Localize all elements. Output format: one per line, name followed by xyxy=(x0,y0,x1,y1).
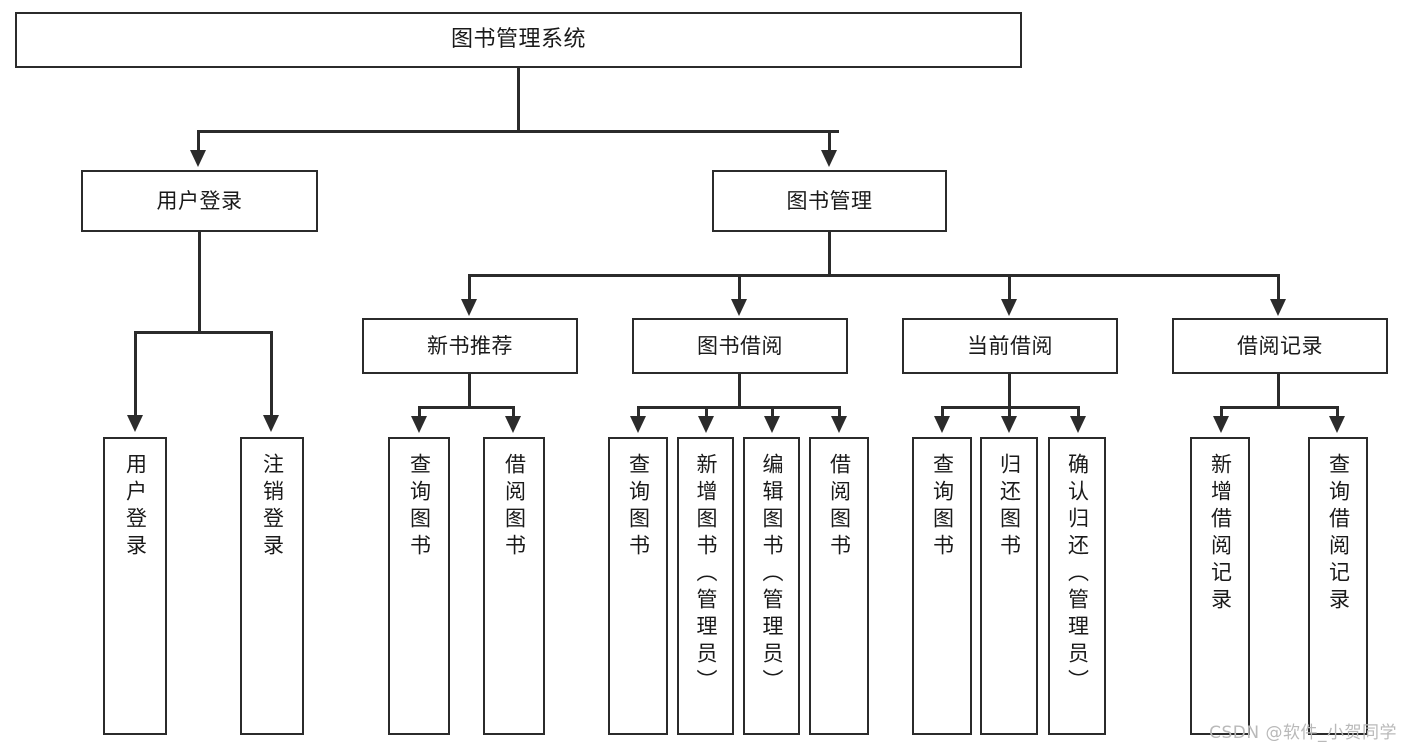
node-label: 编辑图书（管理员） xyxy=(760,453,784,696)
csdn-watermark: CSDN @软件_小贺同学 xyxy=(1209,723,1397,743)
connector-cb-leaf-3 xyxy=(1077,406,1080,418)
leaf-user-login[interactable]: 用户登录 xyxy=(103,437,167,735)
connector-bb-leaf-2 xyxy=(705,406,708,418)
node-label: 用户登录 xyxy=(156,188,243,213)
leaf-borrow-book-new-rec[interactable]: 借阅图书 xyxy=(483,437,545,735)
connector-new-book-rec-stem xyxy=(468,374,471,408)
node-book-management-system[interactable]: 图书管理系统 xyxy=(15,12,1022,68)
connector-user-login-leaf-1 xyxy=(134,331,137,417)
connector-to-borrow-record xyxy=(1277,274,1280,301)
connector-to-book-manage xyxy=(828,130,831,152)
connector-br-leaf-2 xyxy=(1336,406,1339,418)
node-label: 借阅图书 xyxy=(502,453,527,561)
node-user-login[interactable]: 用户登录 xyxy=(81,170,318,232)
connector-book-manage-bus xyxy=(468,274,1280,277)
node-label: 借阅图书 xyxy=(827,453,852,561)
connector-bb-leaf-3 xyxy=(771,406,774,418)
connector-to-book-borrow xyxy=(738,274,741,301)
leaf-query-book-new-rec[interactable]: 查询图书 xyxy=(388,437,450,735)
node-current-borrowing[interactable]: 当前借阅 xyxy=(902,318,1118,374)
node-label: 查询图书 xyxy=(930,453,955,561)
connector-bb-leaf-1 xyxy=(637,406,640,418)
node-label: 确认归还（管理员） xyxy=(1065,453,1090,696)
connector-to-user-login xyxy=(197,130,200,152)
arrowhead-leaf-query-record xyxy=(1329,416,1345,433)
connector-user-login-bus xyxy=(134,331,273,334)
node-label: 归还图书 xyxy=(997,453,1022,561)
connector-user-login-stem xyxy=(198,232,201,333)
leaf-borrow-book-borrow[interactable]: 借阅图书 xyxy=(809,437,869,735)
node-label: 新增借阅记录 xyxy=(1208,453,1233,615)
connector-root-bus xyxy=(197,130,839,133)
node-label: 查询图书 xyxy=(626,453,651,561)
connector-nbr-leaf-2 xyxy=(512,406,515,418)
arrowhead-new-book-rec xyxy=(461,299,477,316)
connector-cb-leaf-1 xyxy=(941,406,944,418)
node-label: 注销登录 xyxy=(260,453,285,561)
node-book-borrowing[interactable]: 图书借阅 xyxy=(632,318,848,374)
arrowhead-user-login xyxy=(190,150,206,167)
arrowhead-leaf-borrow-book-2 xyxy=(831,416,847,433)
leaf-return-book[interactable]: 归还图书 xyxy=(980,437,1038,735)
connector-book-manage-stem xyxy=(828,232,831,276)
arrowhead-leaf-logout-login xyxy=(263,415,279,432)
connector-borrow-record-stem xyxy=(1277,374,1280,408)
node-label: 图书管理系统 xyxy=(450,27,586,53)
arrowhead-leaf-add-record xyxy=(1213,416,1229,433)
node-label: 用户登录 xyxy=(123,453,148,561)
node-label: 查询图书 xyxy=(407,453,432,561)
connector-borrow-record-bus xyxy=(1220,406,1339,409)
leaf-query-book-current[interactable]: 查询图书 xyxy=(912,437,972,735)
node-label: 图书借阅 xyxy=(697,333,783,358)
node-label: 借阅记录 xyxy=(1237,333,1323,358)
arrowhead-book-borrow xyxy=(731,299,747,316)
connector-nbr-leaf-1 xyxy=(418,406,421,418)
connector-book-borrow-bus xyxy=(637,406,841,409)
leaf-add-borrow-record[interactable]: 新增借阅记录 xyxy=(1190,437,1250,735)
arrowhead-leaf-add-book xyxy=(698,416,714,433)
arrowhead-leaf-borrow-book-1 xyxy=(505,416,521,433)
leaf-edit-book-admin[interactable]: 编辑图书（管理员） xyxy=(743,437,800,735)
connector-to-new-book-rec xyxy=(468,274,471,301)
node-borrowing-record[interactable]: 借阅记录 xyxy=(1172,318,1388,374)
leaf-query-book-borrow[interactable]: 查询图书 xyxy=(608,437,668,735)
node-label: 新增图书（管理员） xyxy=(694,453,718,696)
node-book-management[interactable]: 图书管理 xyxy=(712,170,947,232)
arrowhead-leaf-query-book-3 xyxy=(934,416,950,433)
arrowhead-leaf-query-book-1 xyxy=(411,416,427,433)
connector-bb-leaf-4 xyxy=(838,406,841,418)
node-label: 当前借阅 xyxy=(967,333,1053,358)
leaf-logout-login[interactable]: 注销登录 xyxy=(240,437,304,735)
arrowhead-leaf-edit-book xyxy=(764,416,780,433)
connector-root-stem xyxy=(517,68,520,132)
connector-br-leaf-1 xyxy=(1220,406,1223,418)
arrowhead-leaf-user-login xyxy=(127,415,143,432)
leaf-query-borrow-record[interactable]: 查询借阅记录 xyxy=(1308,437,1368,735)
connector-new-book-rec-bus xyxy=(418,406,515,409)
connector-cb-leaf-2 xyxy=(1008,406,1011,418)
arrowhead-book-manage xyxy=(821,150,837,167)
connector-book-borrow-stem xyxy=(738,374,741,408)
arrowhead-leaf-query-book-2 xyxy=(630,416,646,433)
arrowhead-borrow-record xyxy=(1270,299,1286,316)
connector-user-login-leaf-2 xyxy=(270,331,273,417)
node-new-book-recommendation[interactable]: 新书推荐 xyxy=(362,318,578,374)
connector-to-current-borrow xyxy=(1008,274,1011,301)
connector-current-borrow-stem xyxy=(1008,374,1011,408)
arrowhead-leaf-confirm-return xyxy=(1070,416,1086,433)
arrowhead-leaf-return-book xyxy=(1001,416,1017,433)
leaf-confirm-return-admin[interactable]: 确认归还（管理员） xyxy=(1048,437,1106,735)
node-label: 新书推荐 xyxy=(427,333,513,358)
arrowhead-current-borrow xyxy=(1001,299,1017,316)
node-label: 图书管理 xyxy=(786,188,873,213)
node-label: 查询借阅记录 xyxy=(1326,453,1351,615)
leaf-add-book-admin[interactable]: 新增图书（管理员） xyxy=(677,437,734,735)
